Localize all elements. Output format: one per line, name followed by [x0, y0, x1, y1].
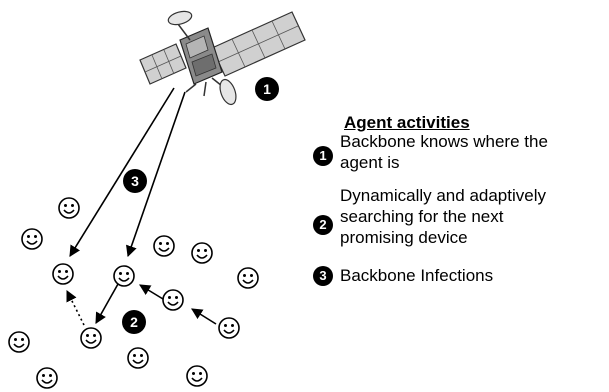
search-arrow-2 [191, 308, 217, 325]
infection-arrow-left [69, 87, 175, 257]
infection-arrow-right [126, 91, 186, 258]
svg-text:2: 2 [130, 314, 138, 330]
device-icon [153, 235, 175, 257]
legend-item-3-text: Backbone Infections [340, 266, 494, 285]
device-icon [127, 347, 149, 369]
svg-text:1: 1 [263, 81, 271, 97]
search-arrow-1 [139, 284, 164, 300]
legend-badge-3: 3 [313, 266, 333, 286]
device-icon [237, 267, 259, 289]
legend-item-2-text: Dynamically and adaptively searching for… [340, 186, 546, 247]
device-icon [80, 327, 102, 349]
legend-badge-2: 2 [313, 215, 333, 235]
device-icon [36, 367, 58, 389]
device-icon [186, 365, 208, 387]
device-icon [58, 197, 80, 219]
search-arrow-3 [95, 283, 119, 324]
device-icon [52, 263, 74, 285]
device-icon [162, 289, 184, 311]
device-icon [218, 317, 240, 339]
device-icon [113, 265, 135, 287]
svg-text:3: 3 [131, 173, 139, 189]
search-arrow-dotted [66, 289, 85, 326]
device-icon [21, 228, 43, 250]
legend-badge-1: 1 [313, 146, 333, 166]
legend-title: Agent activities [344, 113, 470, 132]
diagram-badge-1: 1 [255, 77, 279, 101]
legend-item-1-text: Backbone knows where the agent is [340, 132, 548, 172]
device-icon [191, 242, 213, 264]
satellite-icon [139, 10, 306, 106]
diagram-badge-3: 3 [123, 169, 147, 193]
device-icon [8, 331, 30, 353]
diagram-badge-2: 2 [122, 310, 146, 334]
